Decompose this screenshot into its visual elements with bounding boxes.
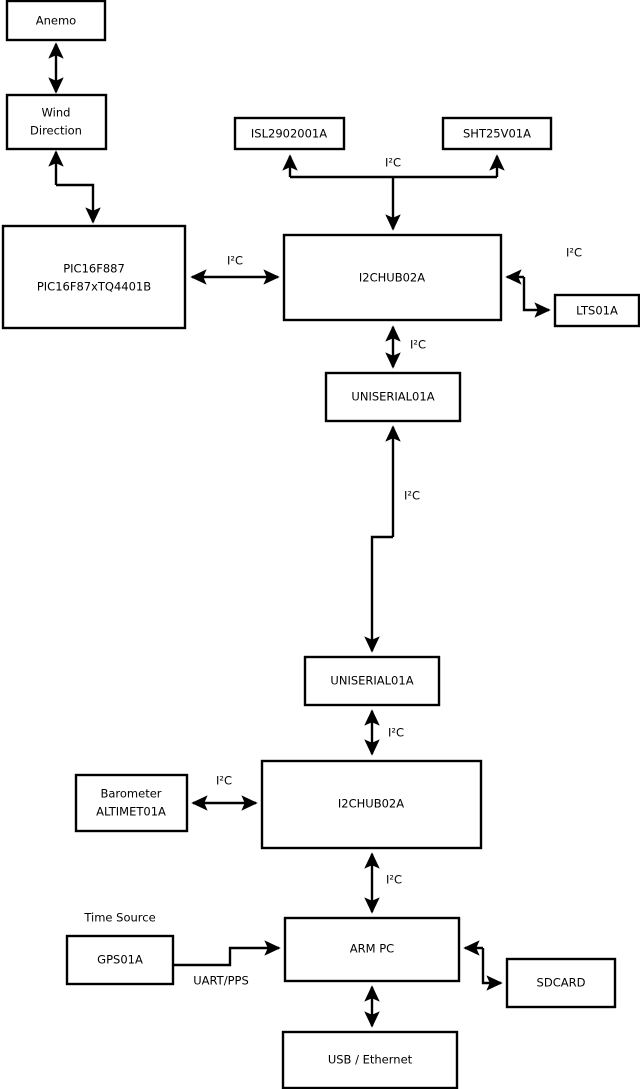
edge-label-hubtop-lts: I²C [566,246,582,260]
edge-label-gps-arm: UART/PPS [193,974,249,988]
node-barometer[interactable]: Barometer ALTIMET01A [74,773,189,833]
node-sdcard[interactable]: SDCARD [505,957,617,1009]
node-label-anemo: Anemo [36,14,76,28]
node-label-baro-line2: ALTIMET01A [96,805,166,819]
node-label-uniserial-bottom: UNISERIAL01A [330,674,413,688]
node-label-sht: SHT25V01A [463,127,531,141]
node-arm-pc[interactable]: ARM PC [283,916,461,983]
node-lts01a[interactable]: LTS01A [553,293,640,328]
edge-label-hubbot-arm: I²C [386,873,402,887]
node-uniserial01a-top[interactable]: UNISERIAL01A [324,371,462,423]
edge-hubbot-arm: I²C [364,852,402,914]
edge-label-hubtop-sensors: I²C [385,156,401,170]
node-label-pic-line1: PIC16F887 [63,262,125,276]
node-i2chub02a-top[interactable]: I2CHUB02A [282,233,503,322]
node-usb-ethernet[interactable]: USB / Ethernet [281,1030,459,1089]
node-label-baro-line1: Barometer [100,787,161,801]
label-time-source: Time Source [83,911,155,925]
edge-hubtop-uniserialtop: I²C [385,325,426,369]
edge-baro-hubbot: I²C [191,774,258,811]
node-label-wind-line2: Direction [30,124,82,138]
node-label-hub-bottom: I2CHUB02A [338,797,404,811]
node-label-sdcard: SDCARD [537,976,586,990]
node-label-usb-ethernet: USB / Ethernet [328,1053,413,1067]
edge-arm-sdcard [463,940,503,991]
edge-label-baro-hubbot: I²C [216,774,232,788]
edge-hubtop-sensors: I²C [282,154,505,231]
edge-gps-arm: UART/PPS [172,940,281,988]
edge-label-pic-hubtop: I²C [227,254,243,268]
node-label-hub-top: I2CHUB02A [359,271,425,285]
node-label-uniserial-top: UNISERIAL01A [351,390,434,404]
edge-uniserialtop-uniserialbot: I²C [364,425,420,653]
edge-pic-hubtop: I²C [190,254,280,285]
node-gps01a[interactable]: GPS01A [65,934,175,986]
edge-wind-pic [48,150,101,224]
node-label-isl: ISL2902001A [251,127,327,141]
edge-uniserialbot-hubbot: I²C [364,709,404,756]
edge-label-uniserial-link: I²C [404,489,420,503]
node-uniserial01a-bottom[interactable]: UNISERIAL01A [303,655,441,707]
node-anemo[interactable]: Anemo [5,0,107,42]
node-pic-mcu[interactable]: PIC16F887 PIC16F87xTQ4401B [1,224,187,330]
node-i2chub02a-bottom[interactable]: I2CHUB02A [260,759,483,850]
node-label-pic-line2: PIC16F87xTQ4401B [37,280,151,294]
node-label-gps: GPS01A [97,953,143,967]
node-label-wind-line1: Wind [42,106,71,120]
edge-label-uniserialbot-hubbot: I²C [388,726,404,740]
node-sht25v01a[interactable]: SHT25V01A [441,116,553,151]
node-label-arm-pc: ARM PC [350,942,394,956]
edge-hubtop-lts: I²C [505,246,582,318]
edge-label-hubtop-uniserialtop: I²C [410,338,426,352]
node-isl2902001a[interactable]: ISL2902001A [233,116,346,151]
node-wind-direction[interactable]: Wind Direction [5,93,108,151]
node-label-lts: LTS01A [576,304,618,318]
